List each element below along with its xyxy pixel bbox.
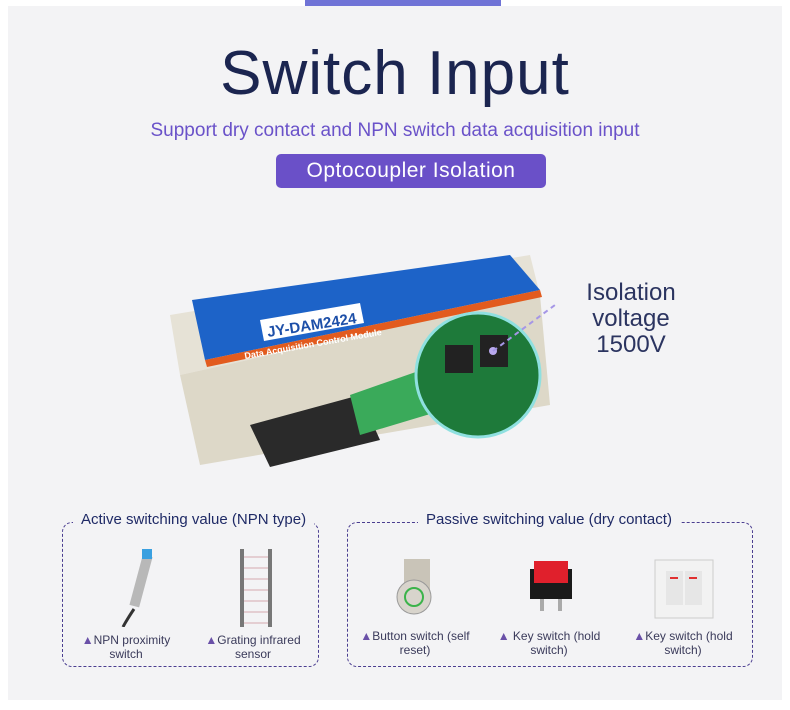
caption-button-switch: ▲Button switch (self reset): [352, 629, 478, 657]
caption-grating-sensor: ▲Grating infrared sensor: [193, 633, 313, 661]
wall-switch-image: [654, 559, 714, 619]
caption-text: Grating infrared sensor: [217, 633, 301, 661]
rocker-switch-image: [530, 561, 572, 611]
triangle-icon: ▲: [497, 629, 510, 643]
caption-key-switch-1: ▲ Key switch (hold switch): [486, 629, 612, 657]
triangle-icon: ▲: [81, 633, 94, 647]
caption-text: NPN proximity switch: [93, 633, 171, 661]
module-image: JY-DAM2424 Data Acquisition Control Modu…: [170, 255, 556, 467]
caption-text: Button switch (self reset): [372, 629, 470, 657]
triangle-icon: ▲: [633, 629, 646, 643]
isolation-line2: voltage 1500V: [592, 305, 670, 358]
caption-npn-proximity: ▲NPN proximity switch: [67, 633, 185, 661]
button-switch-image: [396, 559, 432, 615]
passive-panel-title: Passive switching value (dry contact): [418, 511, 680, 528]
isolation-line1: Isolation: [586, 279, 676, 306]
light-curtain-image: [240, 549, 272, 627]
isolation-label: Isolation voltage 1500V: [556, 280, 706, 358]
passive-switch-panel: Passive switching value (dry contact) ▲B…: [347, 511, 753, 667]
page-title: Switch Input: [220, 39, 570, 108]
active-panel-title: Active switching value (NPN type): [73, 511, 315, 528]
top-accent-bar: [305, 0, 501, 6]
subtitle: Support dry contact and NPN switch data …: [150, 120, 640, 141]
caption-text: Key switch (hold switch): [645, 629, 733, 657]
feature-badge: Optocoupler Isolation: [276, 154, 546, 188]
proximity-sensor-image: [121, 549, 153, 627]
caption-key-switch-2: ▲Key switch (hold switch): [620, 629, 746, 657]
active-switch-panel: Active switching value (NPN type) ▲NPN p…: [62, 511, 319, 667]
caption-text: Key switch (hold switch): [512, 629, 601, 657]
triangle-icon: ▲: [360, 629, 373, 643]
triangle-icon: ▲: [205, 633, 218, 647]
